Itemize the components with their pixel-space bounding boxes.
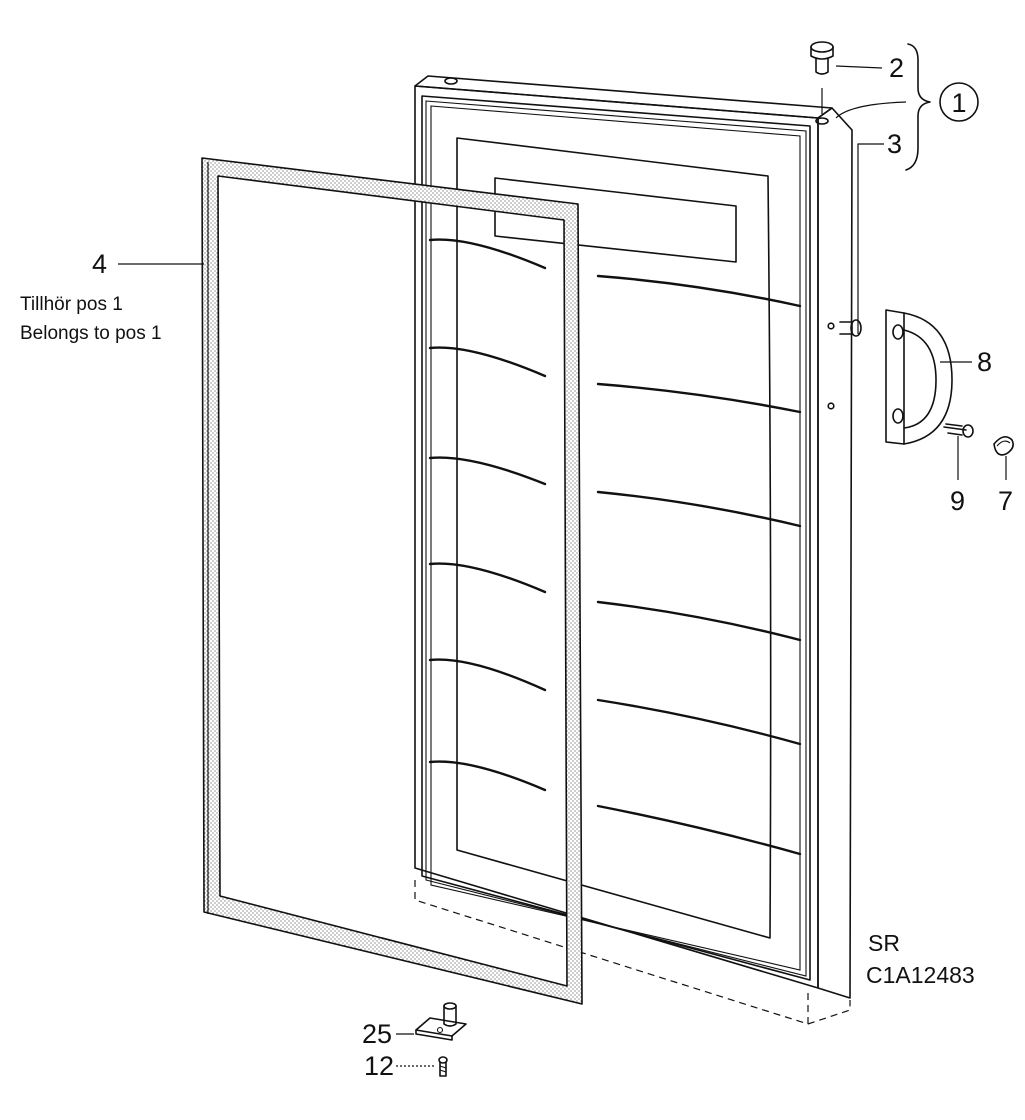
drawing-series: SR (868, 930, 900, 956)
note-swedish: Tillhör pos 1 (20, 294, 123, 315)
bracket-screw (438, 1056, 448, 1077)
callout-7: 7 (998, 486, 1013, 516)
drawing-code: C1A12483 (866, 962, 975, 988)
assembly-brace (905, 43, 931, 171)
note-english: Belongs to pos 1 (20, 323, 162, 344)
assembly-circle (939, 82, 979, 122)
callout-4: 4 (92, 249, 107, 279)
callout-8: 8 (977, 347, 992, 377)
door-panel (414, 75, 853, 1025)
screw-cover-cap (993, 436, 1014, 456)
callout-1: 1 (951, 88, 966, 118)
callout-3: 3 (887, 129, 902, 159)
door-handle (885, 309, 953, 445)
handle-screw (943, 423, 974, 438)
door-shelves (428, 238, 802, 856)
door-gasket (201, 157, 583, 1005)
bottom-hinge-bracket (415, 1002, 467, 1041)
callout-12: 12 (364, 1051, 394, 1081)
callout-25: 25 (362, 1019, 392, 1049)
hinge-pin (810, 41, 834, 75)
leader-lines (118, 65, 1007, 1067)
handle-mount-screw (839, 319, 862, 337)
callout-2: 2 (889, 53, 904, 83)
callout-9: 9 (950, 486, 965, 516)
